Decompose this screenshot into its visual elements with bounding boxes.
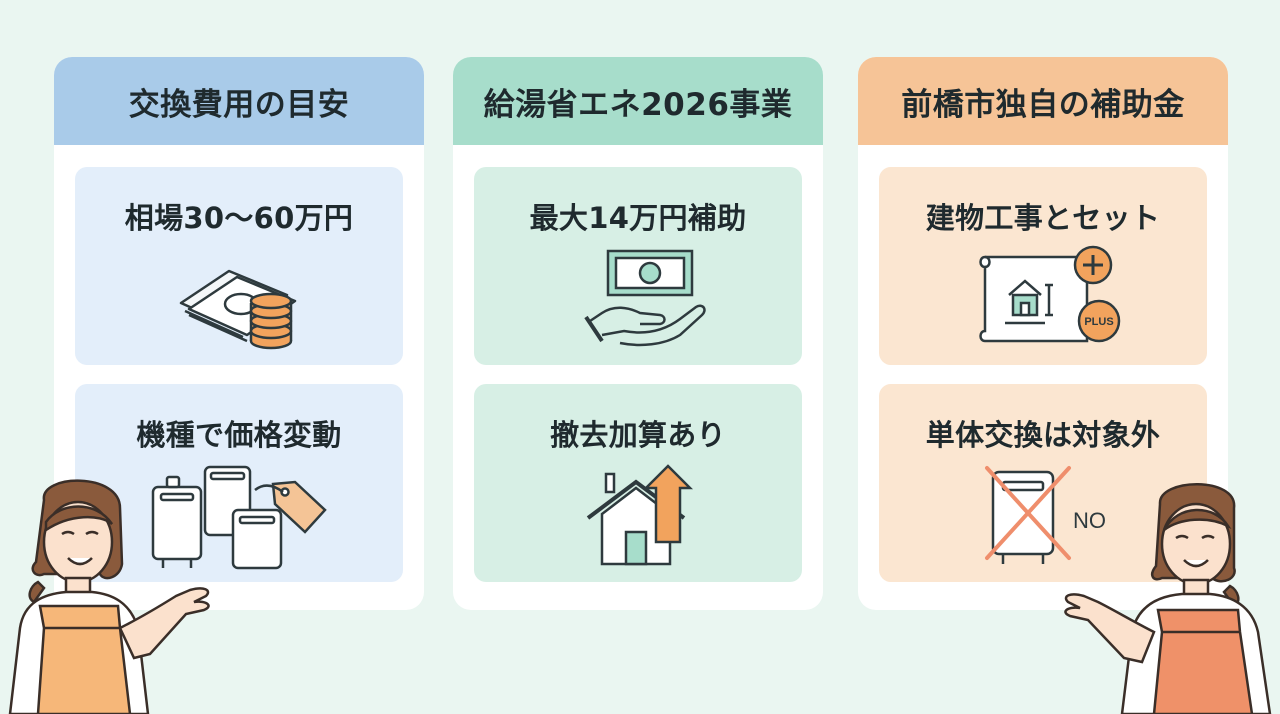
column-header: 給湯省エネ2026事業 — [453, 57, 823, 145]
money-hand-icon — [584, 249, 706, 347]
column-maebashi-subsidy: 前橋市独自の補助金 建物工事とセット PLUS 単体交換は対象外 — [858, 57, 1228, 610]
heater-crossed-icon: NO — [985, 466, 1106, 564]
column-energy-saving-2026: 給湯省エネ2026事業 最大14万円補助 撤去加算あり — [453, 57, 823, 610]
card-with-building-work: 建物工事とセット PLUS — [879, 167, 1207, 365]
column-header: 交換費用の目安 — [54, 57, 424, 145]
card-title: 建物工事とセット — [925, 201, 1161, 235]
presenter-woman-left — [8, 479, 210, 714]
card-title: 撤去加算あり — [550, 418, 726, 452]
card-title: 機種で価格変動 — [136, 418, 342, 452]
card-market-price: 相場30〜60万円 — [75, 167, 403, 365]
blueprint-plus-icon: PLUS — [979, 245, 1121, 343]
no-label: NO — [1073, 508, 1106, 533]
water-heaters-price-tag-icon — [151, 465, 327, 570]
card-standalone-excluded: 単体交換は対象外 NO — [879, 384, 1207, 582]
card-model-price-variation: 機種で価格変動 — [75, 384, 403, 582]
column-header: 前橋市独自の補助金 — [858, 57, 1228, 145]
card-title: 最大14万円補助 — [529, 201, 747, 235]
house-arrow-up-icon — [586, 464, 694, 566]
card-removal-bonus: 撤去加算あり — [474, 384, 802, 582]
card-max-subsidy: 最大14万円補助 — [474, 167, 802, 365]
card-title: 相場30〜60万円 — [124, 201, 354, 235]
column-replacement-cost: 交換費用の目安 相場30〜60万円 機種で価格変動 — [54, 57, 424, 610]
card-title: 単体交換は対象外 — [925, 418, 1161, 452]
money-coins-icon — [179, 269, 297, 350]
presenter-woman-right — [1064, 483, 1272, 714]
plus-badge-label: PLUS — [1084, 316, 1113, 328]
